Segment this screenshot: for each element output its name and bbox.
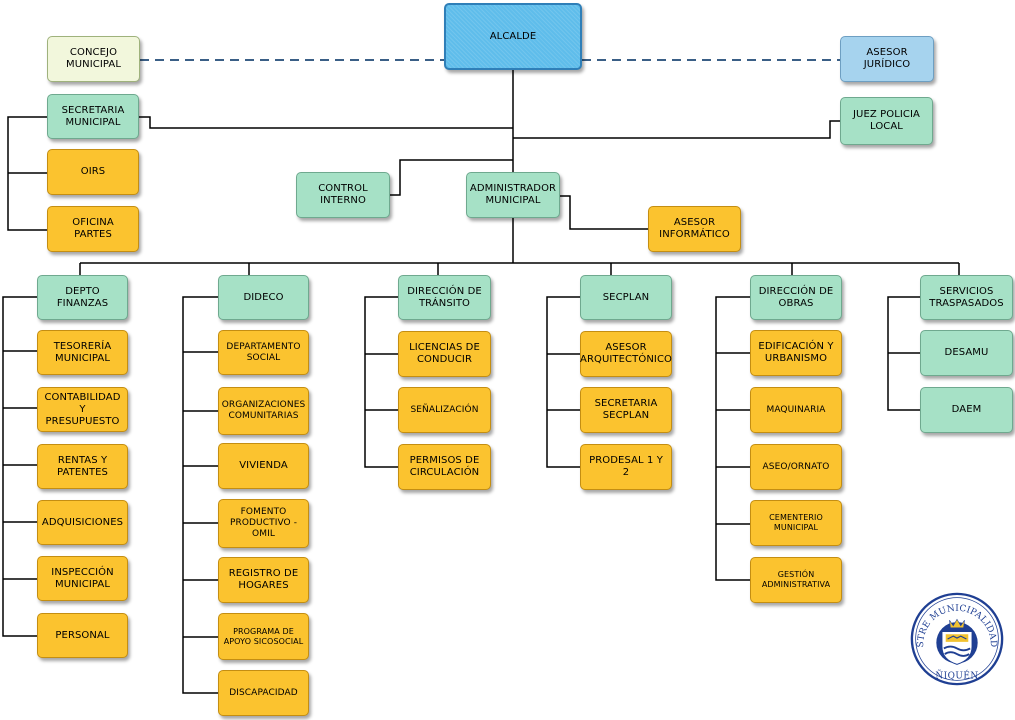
alcalde-label: ALCALDE — [489, 30, 537, 42]
dept-title: SERVICIOS TRASPASADOS — [929, 285, 1004, 309]
dideco-item-label: VIVIENDA — [239, 460, 288, 471]
obras-item-box: MAQUINARIA — [750, 387, 842, 433]
oficina-partes-box: OFICINA PARTES — [47, 206, 139, 252]
dideco-item-box: FOMENTO PRODUCTIVO - OMIL — [218, 499, 309, 548]
juez-policia-label: JUEZ POLICIA LOCAL — [852, 109, 920, 132]
finanzas-item-label: TESORERÍA MUNICIPAL — [53, 340, 112, 364]
obras-item-box: ASEO/ORNATO — [750, 444, 842, 490]
obras-item-box: GESTIÓN ADMINISTRATIVA — [750, 557, 842, 603]
control-interno-label: CONTROL INTERNO — [318, 183, 368, 206]
transito-item-label: LICENCIAS DE CONDUCIR — [409, 342, 480, 365]
administrador-label: ADMINISTRADOR MUNICIPAL — [469, 183, 557, 206]
finanzas-item-label: RENTAS Y PATENTES — [57, 454, 108, 478]
obras-item-box: EDIFICACIÓN Y URBANISMO — [750, 330, 842, 376]
obras-item-label: MAQUINARIA — [766, 404, 826, 415]
depto-finanzas-box: DEPTO FINANZAS — [37, 275, 128, 320]
secplan-item-box: SECRETARIA SECPLAN — [580, 387, 672, 433]
dideco-item-label: DISCAPACIDAD — [229, 687, 298, 698]
obras-item-label: CEMENTERIO MUNICIPAL — [769, 513, 823, 532]
finanzas-item-label: INSPECCIÓN MUNICIPAL — [51, 566, 114, 590]
transito-item-box: PERMISOS DE CIRCULACIÓN — [398, 444, 491, 490]
asesor-informatico-label: ASESOR INFORMÁTICO — [659, 217, 730, 240]
dideco-item-box: VIVIENDA — [218, 443, 309, 489]
dideco-item-box: REGISTRO DE HOGARES — [218, 557, 309, 603]
concejo-municipal-box: CONCEJO MUNICIPAL — [47, 36, 140, 82]
transito-item-box: LICENCIAS DE CONDUCIR — [398, 331, 491, 377]
asesor-juridico-box: ASESOR JURÍDICO — [840, 36, 934, 82]
secretaria-municipal-label: SECRETARIA MUNICIPAL — [61, 104, 125, 128]
servicios-item-box: DESAMU — [920, 330, 1013, 376]
finanzas-item-label: ADQUISICIONES — [41, 516, 124, 528]
finanzas-item-box: INSPECCIÓN MUNICIPAL — [37, 556, 128, 601]
dept-title: DIRECCIÓN DE TRÁNSITO — [407, 285, 482, 309]
dideco-item-label: DEPARTAMENTO SOCIAL — [226, 341, 301, 363]
svg-text:ÑIQUÉN: ÑIQUÉN — [935, 669, 978, 681]
dideco-item-box: PROGRAMA DE APOYO SICOSOCIAL — [218, 613, 309, 660]
concejo-label: CONCEJO MUNICIPAL — [65, 47, 121, 70]
finanzas-item-label: PERSONAL — [55, 629, 110, 641]
municipal-seal-logo: ILUSTRE MUNICIPALIDAD DE ÑIQUÉN — [910, 592, 1004, 686]
dept-title: DEPTO FINANZAS — [56, 285, 109, 309]
administrador-municipal-box: ADMINISTRADOR MUNICIPAL — [466, 172, 560, 218]
obras-item-label: GESTIÓN ADMINISTRATIVA — [761, 570, 831, 589]
finanzas-item-box: ADQUISICIONES — [37, 500, 128, 545]
obras-item-label: ASEO/ORNATO — [762, 461, 830, 472]
direccion-transito-box: DIRECCIÓN DE TRÁNSITO — [398, 275, 491, 320]
alcalde-box: ALCALDE — [444, 3, 582, 70]
asesor-informatico-box: ASESOR INFORMÁTICO — [648, 206, 741, 252]
oficina-partes-label: OFICINA PARTES — [72, 217, 114, 240]
obras-item-box: CEMENTERIO MUNICIPAL — [750, 500, 842, 546]
dideco-item-label: REGISTRO DE HOGARES — [228, 568, 299, 591]
direccion-obras-box: DIRECCIÓN DE OBRAS — [750, 275, 842, 320]
secplan-item-box: ASESOR ARQUITECTÓNICO — [580, 331, 672, 377]
control-interno-box: CONTROL INTERNO — [296, 172, 390, 218]
obras-item-label: EDIFICACIÓN Y URBANISMO — [758, 341, 834, 364]
dept-title: DIDECO — [243, 291, 284, 303]
secplan-item-label: ASESOR ARQUITECTÓNICO — [580, 342, 673, 365]
secplan-item-box: PRODESAL 1 Y 2 — [580, 444, 672, 490]
secplan-item-label: SECRETARIA SECPLAN — [594, 398, 658, 421]
dideco-item-label: FOMENTO PRODUCTIVO - OMIL — [229, 507, 298, 539]
secplan-item-label: PRODESAL 1 Y 2 — [589, 455, 663, 478]
finanzas-item-label: CONTABILIDAD Y PRESUPUESTO — [44, 391, 121, 427]
dideco-item-box: ORGANIZACIONES COMUNITARIAS — [218, 387, 309, 435]
transito-item-box: SEÑALIZACIÓN — [398, 387, 491, 433]
servicios-item-label: DAEM — [951, 404, 982, 415]
oirs-label: OIRS — [80, 166, 106, 177]
servicios-item-label: DESAMU — [944, 347, 989, 358]
finanzas-item-box: CONTABILIDAD Y PRESUPUESTO — [37, 387, 128, 432]
dideco-item-label: PROGRAMA DE APOYO SICOSOCIAL — [223, 626, 304, 646]
dideco-box: DIDECO — [218, 275, 309, 320]
dept-title: SECPLAN — [602, 291, 650, 303]
servicios-traspasados-box: SERVICIOS TRASPASADOS — [920, 275, 1013, 320]
asesor-juridico-label: ASESOR JURÍDICO — [863, 47, 911, 70]
dideco-item-box: DEPARTAMENTO SOCIAL — [218, 330, 309, 375]
oirs-box: OIRS — [47, 149, 139, 195]
finanzas-item-box: TESORERÍA MUNICIPAL — [37, 330, 128, 375]
transito-item-label: SEÑALIZACIÓN — [410, 404, 479, 415]
juez-policia-local-box: JUEZ POLICIA LOCAL — [840, 97, 933, 145]
dideco-item-label: ORGANIZACIONES COMUNITARIAS — [221, 400, 306, 421]
transito-item-label: PERMISOS DE CIRCULACIÓN — [409, 455, 480, 478]
secplan-box: SECPLAN — [580, 275, 672, 320]
secretaria-municipal-box: SECRETARIA MUNICIPAL — [47, 94, 139, 139]
dideco-item-box: DISCAPACIDAD — [218, 670, 309, 716]
dept-title: DIRECCIÓN DE OBRAS — [758, 285, 834, 309]
finanzas-item-box: RENTAS Y PATENTES — [37, 444, 128, 489]
servicios-item-box: DAEM — [920, 387, 1013, 433]
finanzas-item-box: PERSONAL — [37, 613, 128, 658]
